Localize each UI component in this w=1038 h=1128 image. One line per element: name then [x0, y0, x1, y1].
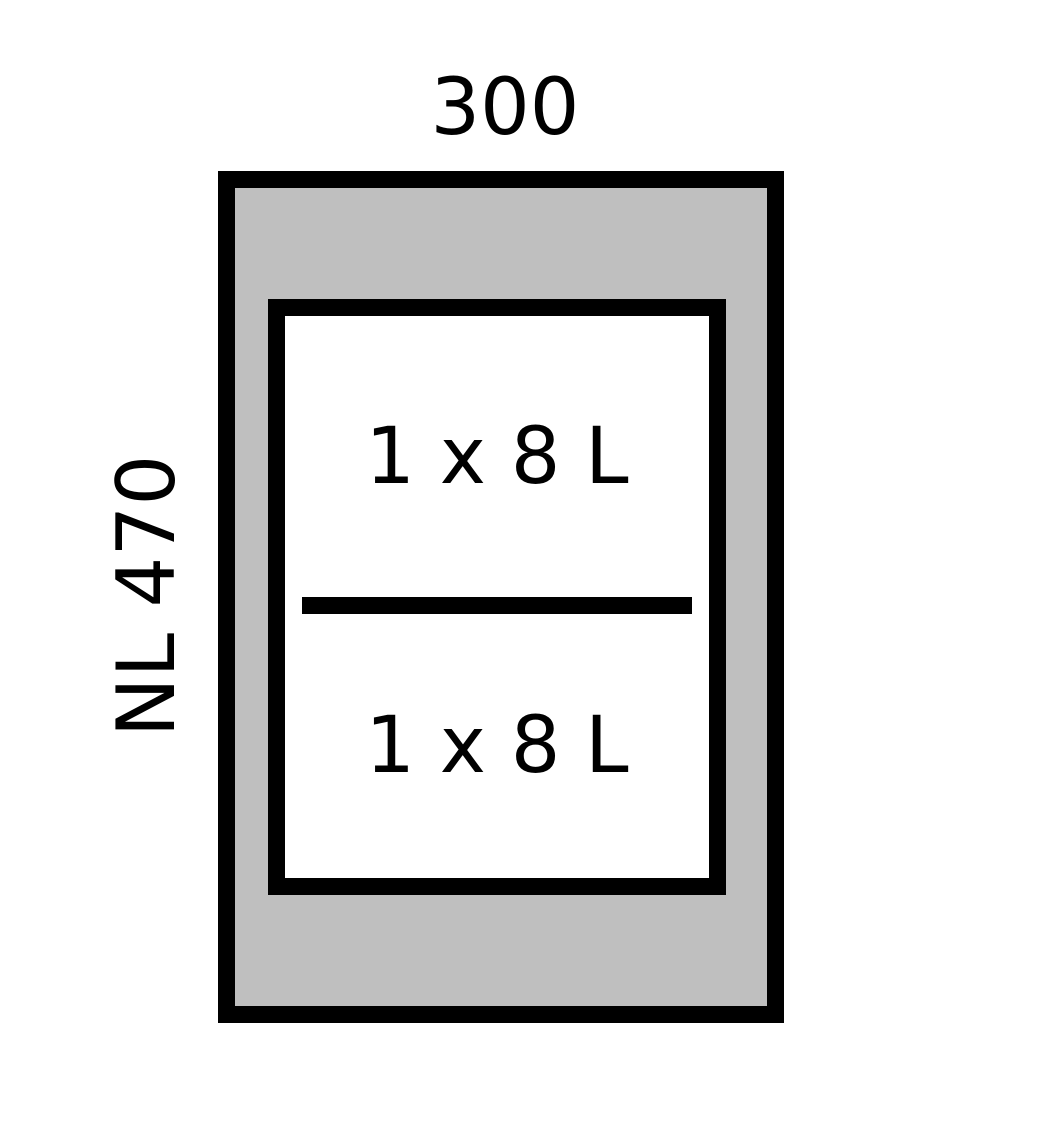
width-dimension-label: 300 [430, 63, 580, 153]
inner-frame: 1 x 8 L 1 x 8 L [268, 299, 726, 895]
compartment-divider [302, 597, 692, 614]
height-dimension-label: NL 470 [100, 454, 193, 738]
compartment-top-label: 1 x 8 L [365, 411, 629, 502]
compartment-bottom-label: 1 x 8 L [365, 701, 629, 791]
